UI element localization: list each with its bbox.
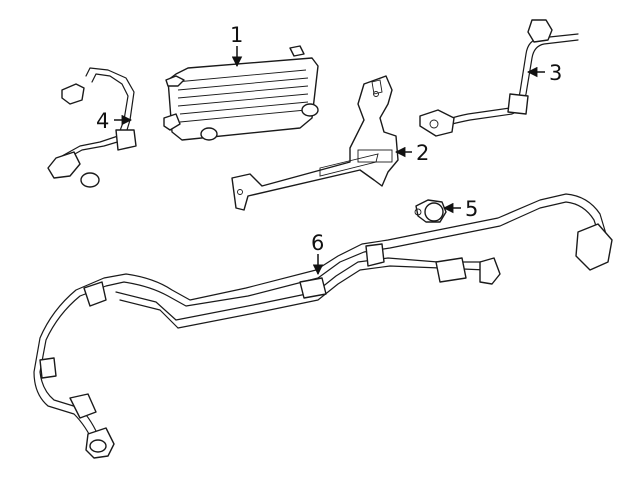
cooler-tube-3-part bbox=[419, 19, 579, 137]
callout-5: 5 bbox=[442, 197, 478, 221]
callout-5-label: 5 bbox=[465, 197, 478, 221]
callout-1-label: 1 bbox=[230, 23, 243, 47]
bracket-part bbox=[231, 75, 399, 211]
callout-6: 6 bbox=[311, 231, 324, 276]
clip-part bbox=[414, 199, 447, 223]
cooler-tube-4-part bbox=[47, 67, 137, 188]
callout-2-label: 2 bbox=[416, 141, 429, 165]
hose-assembly-part bbox=[33, 193, 613, 459]
callout-6-label: 6 bbox=[311, 231, 324, 255]
oil-cooler-part bbox=[163, 45, 319, 141]
callout-3-label: 3 bbox=[549, 61, 562, 85]
callout-4: 4 bbox=[96, 109, 133, 133]
callout-3: 3 bbox=[526, 61, 562, 85]
callout-4-label: 4 bbox=[96, 109, 109, 133]
callout-2: 2 bbox=[394, 141, 429, 165]
callout-1: 1 bbox=[230, 23, 243, 68]
